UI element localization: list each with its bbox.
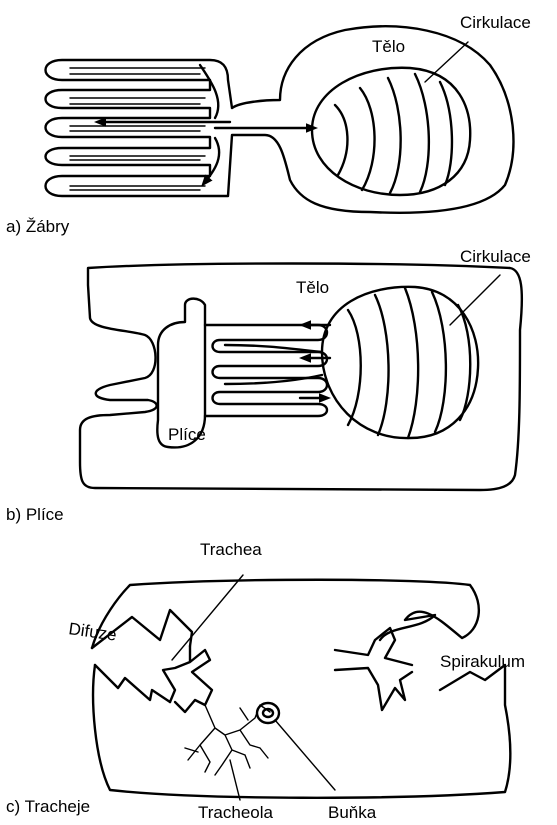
trachea-label: Trachea <box>200 540 262 559</box>
gill-lamellae <box>70 68 205 190</box>
gills-circulation-label: Cirkulace <box>460 13 531 32</box>
lungs-body-label: Tělo <box>296 278 329 297</box>
lungs-body-outline <box>80 264 522 491</box>
tracheole-leader <box>230 760 240 800</box>
trachea-leader <box>172 575 243 660</box>
spiracle-trachea <box>335 628 412 710</box>
gills-panel: Tělo Cirkulace a) Žábry <box>6 13 531 236</box>
spiracle-label: Spirakulum <box>440 652 525 671</box>
tracheae-lower-shell <box>93 665 510 798</box>
cell-nucleus <box>263 709 273 717</box>
lungs-circulation-label: Cirkulace <box>460 247 531 266</box>
lungs-body-sphere <box>322 287 478 438</box>
gills-body-label: Tělo <box>372 37 405 56</box>
tracheae-panel: Trachea Difuze Spirakulum Tracheola Buňk… <box>6 540 525 822</box>
tracheole-label: Tracheola <box>198 803 274 822</box>
diffusion-label: Difuze <box>67 619 117 645</box>
lungs-panel: Tělo Cirkulace Plíce b) Plíce <box>6 247 531 524</box>
lung-lobes <box>205 325 327 416</box>
gills-caption: a) Žábry <box>6 217 70 236</box>
gills-circulation-leader <box>425 42 468 82</box>
lungs-circulation-leader <box>450 275 500 325</box>
cell-label: Buňka <box>328 803 377 822</box>
lungs-lung-label: Plíce <box>168 425 206 444</box>
lungs-caption: b) Plíce <box>6 505 64 524</box>
tracheae-upper-shell <box>92 580 479 648</box>
trachea-branch-left <box>163 646 212 712</box>
tracheae-caption: c) Tracheje <box>6 797 90 816</box>
cell-leader <box>275 720 335 790</box>
